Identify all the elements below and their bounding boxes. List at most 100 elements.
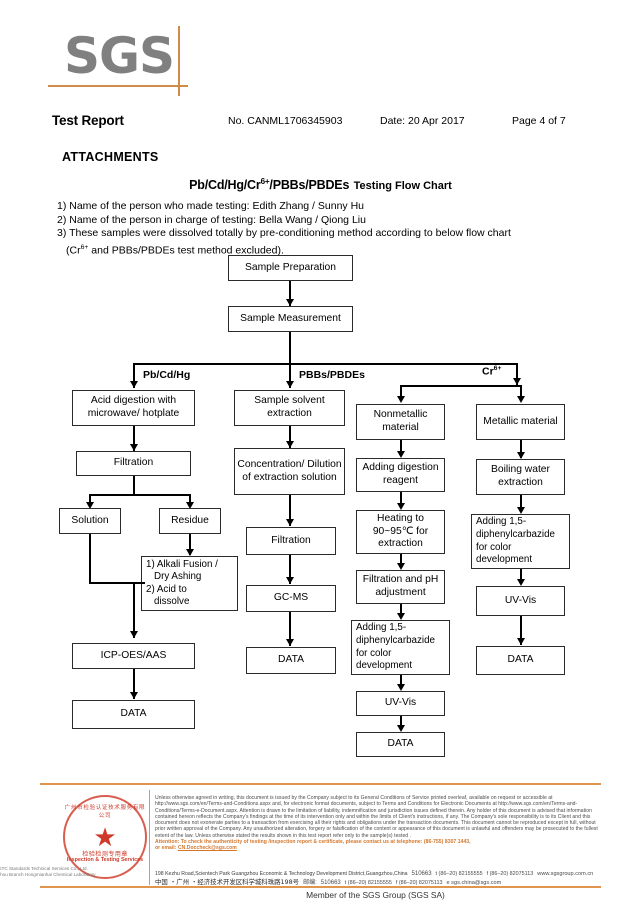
tel-en: t (86–20) 82155555 <box>435 871 483 877</box>
node-gc-ms[interactable]: GC-MS <box>246 585 336 612</box>
arrowhead-branch-cr <box>512 378 521 385</box>
attention-line-1: Attention: To check the authenticity of … <box>155 838 471 845</box>
connector-cr-split-bar <box>400 385 522 387</box>
seal-subtitle: SGS-CSTC Standards Technical Services Co… <box>0 866 104 879</box>
branch-label-pbbs-pbdes: PBBs/PBDEs <box>299 369 365 381</box>
carbazide-m-line-4: development <box>476 554 533 566</box>
connector-filtration-split-bar <box>89 494 191 496</box>
connector-branch-pbbs <box>289 363 291 388</box>
logo-vertical-rule <box>178 26 180 96</box>
node-nonmetallic-material[interactable]: Nonmetallic material <box>356 404 445 440</box>
node-data-metallic[interactable]: DATA <box>476 646 565 675</box>
report-date: Date: 20 Apr 2017 <box>380 115 465 127</box>
node-uv-vis-metallic[interactable]: UV-Vis <box>476 586 565 616</box>
legal-paragraph: Unless otherwise agreed in writing, this… <box>155 795 598 839</box>
connector-gcms-to-data <box>289 612 291 646</box>
arrowhead-branch-pbbs <box>285 381 294 388</box>
node-sample-solvent-extraction[interactable]: Sample solvent extraction <box>234 390 345 426</box>
seal-subtitle-line-2: Guangzhou Branch Hongmianhai Chemical La… <box>0 872 96 878</box>
node-alkali-fusion[interactable]: 1) Alkali Fusion / Dry Ashing 2) Acid to… <box>141 556 238 611</box>
fax-en: f (86–20) 82075113 <box>486 871 534 877</box>
connector-concentration-to-filtration <box>289 495 291 526</box>
member-notice: Member of the SGS Group (SGS SA) <box>306 890 445 900</box>
carbazide-nm-line-3: for color <box>356 647 392 659</box>
arrowhead-prep-to-measure <box>285 299 294 306</box>
arrowhead-residue-alkali <box>185 549 194 556</box>
seal-chinese-text: 检验检测专用章 <box>82 851 128 858</box>
star-icon: ★ <box>93 822 117 852</box>
node-boiling-water-extraction[interactable]: Boiling water extraction <box>476 459 565 495</box>
node-sample-measurement[interactable]: Sample Measurement <box>228 306 353 332</box>
footer-bottom-rule <box>40 886 601 888</box>
seal-english-text: Inspection & Testing Services <box>66 857 144 863</box>
arrowhead-carbazide-uvvis-m <box>516 579 525 586</box>
node-filtration-ph-adjustment[interactable]: Filtration and pH adjustment <box>356 570 445 604</box>
connector-solvent-to-concentration <box>289 426 291 448</box>
node-heating-extraction[interactable]: Heating to 90~95℃ for extraction <box>356 510 445 554</box>
arrowhead-nonmetallic-reagent <box>396 451 405 458</box>
attachments-heading: ATTACHMENTS <box>62 150 159 164</box>
arrowhead-boiling-carbazide <box>516 507 525 514</box>
note-2: 2) Name of the person in charge of testi… <box>57 213 366 226</box>
arrowhead-solvent-concentration <box>285 441 294 448</box>
alkali-line-4: dissolve <box>154 595 190 607</box>
connector-ph-to-carbazide <box>400 604 402 618</box>
node-uv-vis-nonmetallic[interactable]: UV-Vis <box>356 691 445 716</box>
footer-top-rule <box>40 783 601 785</box>
node-data-nonmetallic[interactable]: DATA <box>356 732 445 757</box>
address-en: 198 Kezhu Road,Scientech Park Guangzhou … <box>155 871 408 877</box>
node-carbazide-metallic[interactable]: Adding 1,5- diphenylcarbazide for color … <box>471 514 570 569</box>
node-sample-preparation[interactable]: Sample Preparation <box>228 255 353 281</box>
seal-subtitle-line-1: SGS-CSTC Standards Technical Services Co… <box>0 866 88 871</box>
node-data-pbbs[interactable]: DATA <box>246 647 336 674</box>
arrowhead-metallic-boiling <box>516 452 525 459</box>
attention-line-2: or email: CN.Doccheck@sgs.com <box>155 845 237 852</box>
node-metallic-material[interactable]: Metallic material <box>476 404 565 440</box>
arrowhead-uvvis-data-nm <box>396 725 405 732</box>
tel-cn: t (86–20) 82155555 <box>344 880 392 886</box>
node-acid-digestion[interactable]: Acid digestion with microwave/ hotplate <box>72 390 195 426</box>
node-concentration-dilution[interactable]: Concentration/ Dilution of extraction so… <box>234 448 345 495</box>
connector-icp-to-data <box>133 669 135 699</box>
flowchart-title-analytes: Pb/Cd/Hg/Cr6+/PBBs/PBDEs <box>189 176 350 192</box>
arrowhead-cr-nonmetallic <box>396 396 405 403</box>
connector-branch-cr <box>516 363 518 385</box>
connector-cr-to-metallic <box>520 385 522 401</box>
node-filtration-pb[interactable]: Filtration <box>76 451 191 476</box>
node-carbazide-nonmetallic[interactable]: Adding 1,5- diphenylcarbazide for color … <box>351 620 450 675</box>
legal-disclaimer: Unless otherwise agreed in writing, this… <box>155 795 603 852</box>
connector-to-solution <box>89 494 91 506</box>
node-solution[interactable]: Solution <box>59 508 121 534</box>
zip-en: 510663 <box>411 871 432 877</box>
node-adding-digestion-reagent[interactable]: Adding digestion reagent <box>356 458 445 492</box>
carbazide-nm-line-1: Adding 1,5- <box>356 622 407 634</box>
company-address: 198 Kezhu Road,Scientech Park Guangzhou … <box>155 870 615 887</box>
arrowhead-icp-data <box>129 692 138 699</box>
arrowhead-concentration-filtration <box>285 519 294 526</box>
flowchart-title: Pb/Cd/Hg/Cr6+/PBBs/PBDEs Testing Flow Ch… <box>0 176 641 194</box>
node-data-pb[interactable]: DATA <box>72 700 195 729</box>
seal-circle <box>63 795 147 879</box>
website-en: www.sgsgroup.com.cn <box>537 871 594 877</box>
arrowhead-carbazide-uvvis-nm <box>396 684 405 691</box>
page-title: Test Report <box>52 113 124 128</box>
address-cn: 中国 ・广州 ・经济技术开发区科学城科珠路198号 <box>155 878 300 886</box>
logo-text: SGS <box>64 27 175 85</box>
intro-notes: 1) Name of the person who made testing: … <box>57 200 617 258</box>
carbazide-m-line-2: diphenylcarbazide <box>476 528 555 540</box>
arrowhead-filtration-gcms <box>285 577 294 584</box>
connector-nonmetallic-to-reagent <box>400 440 402 456</box>
arrowhead-merge-icp <box>129 631 138 638</box>
connector-uvvis-to-data-nm <box>400 716 402 730</box>
connector-metallic-to-boiling <box>520 440 522 458</box>
node-icp-oes-aas[interactable]: ICP-OES/AAS <box>72 643 195 669</box>
doccheck-email-link[interactable]: CN.Doccheck@sgs.com <box>177 845 237 852</box>
connector-heating-to-ph <box>400 554 402 568</box>
arrowhead-heating-ph <box>396 563 405 570</box>
arrowhead-branch-pb <box>129 381 138 388</box>
node-residue[interactable]: Residue <box>159 508 221 534</box>
sgs-logo: SGS <box>48 26 188 96</box>
node-filtration-pbbs[interactable]: Filtration <box>246 527 336 555</box>
alkali-line-3: 2) Acid to <box>146 583 187 595</box>
